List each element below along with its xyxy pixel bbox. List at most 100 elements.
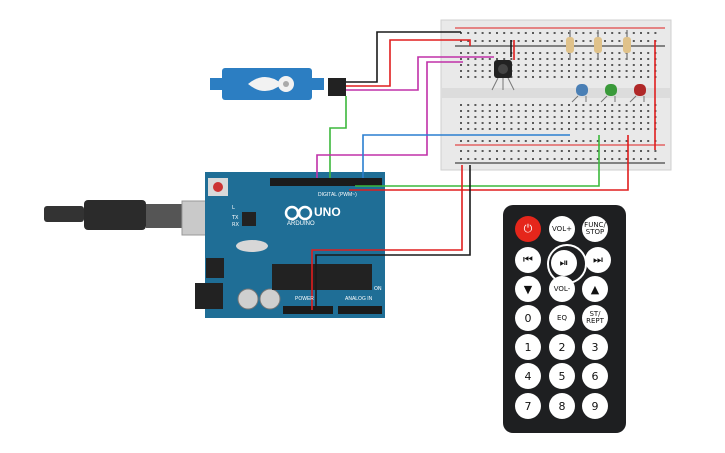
breadboard-hole[interactable] — [640, 40, 642, 42]
breadboard-hole[interactable] — [517, 70, 520, 72]
breadboard-hole[interactable] — [510, 58, 513, 60]
breadboard-hole[interactable] — [596, 110, 599, 112]
breadboard-hole[interactable] — [589, 116, 592, 118]
breadboard-hole[interactable] — [632, 128, 635, 130]
breadboard-hole[interactable] — [568, 140, 570, 142]
next-button[interactable]: ⏭ — [585, 247, 611, 273]
breadboard-hole[interactable] — [553, 52, 556, 54]
breadboard-hole[interactable] — [539, 58, 542, 60]
breadboard-hole[interactable] — [524, 150, 527, 152]
breadboard-hole[interactable] — [647, 128, 650, 130]
breadboard-hole[interactable] — [611, 40, 614, 42]
breadboard-hole[interactable] — [604, 116, 606, 118]
breadboard-hole[interactable] — [632, 32, 635, 34]
breadboard-hole[interactable] — [474, 64, 477, 66]
breadboard-hole[interactable] — [546, 52, 549, 54]
digit-button-8[interactable]: 8 — [549, 393, 575, 419]
breadboard-hole[interactable] — [532, 32, 534, 34]
breadboard-hole[interactable] — [539, 52, 542, 54]
breadboard-hole[interactable] — [568, 70, 570, 72]
breadboard-hole[interactable] — [503, 122, 506, 124]
breadboard-hole[interactable] — [618, 70, 621, 72]
func-stop-button[interactable]: FUNC/ STOP — [582, 216, 608, 242]
breadboard-hole[interactable] — [496, 150, 498, 152]
breadboard-hole[interactable] — [488, 140, 491, 142]
breadboard-hole[interactable] — [632, 58, 635, 60]
breadboard-hole[interactable] — [524, 32, 527, 34]
breadboard-hole[interactable] — [539, 116, 542, 118]
breadboard-hole[interactable] — [532, 116, 534, 118]
breadboard-hole[interactable] — [611, 52, 614, 54]
breadboard-hole[interactable] — [647, 58, 650, 60]
breadboard-hole[interactable] — [496, 52, 498, 54]
breadboard-hole[interactable] — [582, 110, 585, 112]
breadboard-hole[interactable] — [640, 70, 642, 72]
breadboard-hole[interactable] — [611, 64, 614, 66]
breadboard-hole[interactable] — [481, 116, 484, 118]
breadboard-hole[interactable] — [589, 140, 592, 142]
breadboard-hole[interactable] — [496, 122, 498, 124]
breadboard-hole[interactable] — [524, 52, 527, 54]
breadboard-hole[interactable] — [632, 158, 635, 160]
breadboard-hole[interactable] — [618, 76, 621, 78]
breadboard-hole[interactable] — [510, 122, 513, 124]
breadboard-hole[interactable] — [524, 76, 527, 78]
breadboard-hole[interactable] — [467, 64, 470, 66]
resistor-2[interactable] — [594, 30, 602, 60]
breadboard-hole[interactable] — [474, 110, 477, 112]
breadboard-hole[interactable] — [496, 32, 498, 34]
breadboard-hole[interactable] — [589, 64, 592, 66]
breadboard-hole[interactable] — [596, 128, 599, 130]
breadboard-hole[interactable] — [575, 122, 578, 124]
breadboard-hole[interactable] — [467, 104, 470, 106]
breadboard-hole[interactable] — [488, 64, 491, 66]
digit-button-6[interactable]: 6 — [582, 363, 608, 389]
breadboard-hole[interactable] — [575, 70, 578, 72]
breadboard-hole[interactable] — [596, 104, 599, 106]
breadboard-hole[interactable] — [553, 110, 556, 112]
breadboard-hole[interactable] — [632, 150, 635, 152]
breadboard-hole[interactable] — [640, 140, 642, 142]
breadboard-hole[interactable] — [539, 70, 542, 72]
breadboard-hole[interactable] — [553, 58, 556, 60]
breadboard-hole[interactable] — [647, 32, 650, 34]
breadboard-hole[interactable] — [560, 140, 563, 142]
breadboard-hole[interactable] — [488, 116, 491, 118]
breadboard-hole[interactable] — [618, 32, 621, 34]
breadboard-hole[interactable] — [481, 110, 484, 112]
breadboard-hole[interactable] — [467, 110, 470, 112]
breadboard-hole[interactable] — [488, 32, 491, 34]
breadboard-hole[interactable] — [460, 158, 462, 160]
breadboard-hole[interactable] — [568, 76, 570, 78]
breadboard-hole[interactable] — [474, 70, 477, 72]
breadboard-hole[interactable] — [575, 150, 578, 152]
breadboard-hole[interactable] — [589, 122, 592, 124]
breadboard-hole[interactable] — [539, 110, 542, 112]
breadboard-hole[interactable] — [532, 76, 534, 78]
breadboard-hole[interactable] — [496, 104, 498, 106]
breadboard-hole[interactable] — [604, 32, 606, 34]
breadboard-hole[interactable] — [596, 116, 599, 118]
breadboard-hole[interactable] — [517, 116, 520, 118]
breadboard-hole[interactable] — [604, 140, 606, 142]
breadboard-hole[interactable] — [503, 52, 506, 54]
digit-button-3[interactable]: 3 — [582, 334, 608, 360]
breadboard-hole[interactable] — [611, 70, 614, 72]
breadboard-hole[interactable] — [474, 58, 477, 60]
breadboard-hole[interactable] — [568, 32, 570, 34]
breadboard-hole[interactable] — [532, 158, 534, 160]
breadboard-hole[interactable] — [560, 128, 563, 130]
breadboard-hole[interactable] — [510, 76, 513, 78]
breadboard-hole[interactable] — [596, 64, 599, 66]
breadboard-hole[interactable] — [460, 70, 462, 72]
breadboard-hole[interactable] — [532, 150, 534, 152]
breadboard-hole[interactable] — [596, 150, 599, 152]
breadboard-hole[interactable] — [560, 158, 563, 160]
breadboard-hole[interactable] — [589, 110, 592, 112]
breadboard-hole[interactable] — [654, 158, 657, 160]
breadboard-hole[interactable] — [481, 158, 484, 160]
breadboard-hole[interactable] — [582, 150, 585, 152]
breadboard-hole[interactable] — [625, 140, 628, 142]
breadboard-hole[interactable] — [568, 128, 570, 130]
breadboard-hole[interactable] — [611, 128, 614, 130]
